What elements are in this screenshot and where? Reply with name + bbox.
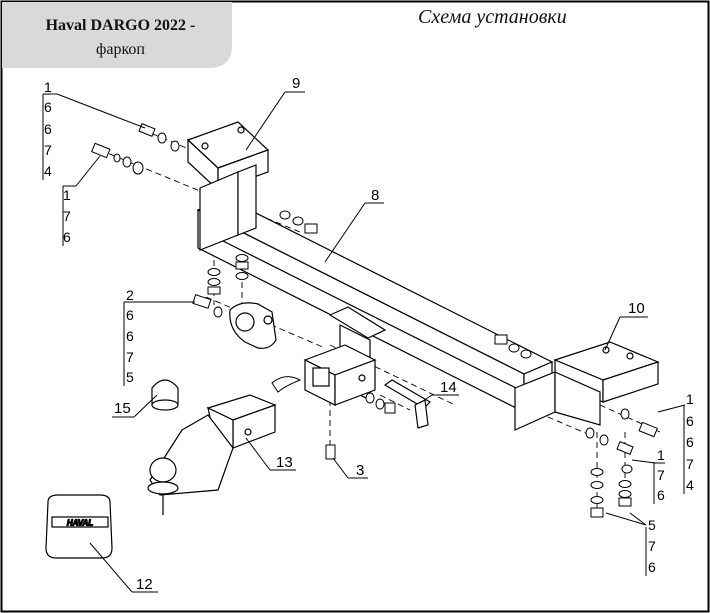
stack-bracket-left: 2 6 6 7 5 (126, 287, 134, 385)
stack-top-left: 1 6 6 7 4 (44, 79, 52, 179)
model-title: Haval DARGO 2022 - (45, 17, 196, 34)
callout-12: 12 (136, 576, 153, 593)
svg-text:6: 6 (657, 487, 665, 503)
scheme-title: Схема установки (418, 6, 567, 28)
receiver-socket (303, 306, 387, 406)
socket-plate (229, 302, 277, 349)
svg-text:5: 5 (648, 517, 656, 533)
title-tab: Haval DARGO 2022 - фаркоп (9, 3, 232, 69)
svg-text:1: 1 (686, 391, 694, 407)
svg-text:6: 6 (44, 121, 52, 137)
svg-text:7: 7 (126, 349, 134, 365)
ball-mount (147, 394, 277, 515)
svg-text:7: 7 (44, 142, 52, 158)
callout-9: 9 (292, 75, 300, 92)
callout-3: 3 (356, 462, 364, 479)
title-tab-shape (2, 2, 232, 68)
callout-8: 8 (371, 187, 379, 204)
ball-cap (151, 379, 179, 411)
svg-text:2: 2 (126, 287, 134, 303)
cover-logo-text: HAVAL (67, 519, 93, 528)
fasteners (91, 123, 658, 518)
callout-13: 13 (276, 454, 293, 471)
svg-text:6: 6 (686, 434, 694, 450)
svg-text:6: 6 (63, 229, 71, 245)
bracket-left (186, 121, 270, 251)
svg-text:1: 1 (63, 187, 71, 203)
bracket-right (514, 341, 660, 431)
svg-text:6: 6 (44, 99, 52, 115)
product-subtitle: фаркоп (96, 41, 145, 58)
svg-text:7: 7 (63, 208, 71, 224)
callout-14: 14 (440, 379, 457, 396)
stack-left-mid: 1 7 6 (63, 187, 71, 245)
svg-text:5: 5 (126, 369, 134, 385)
svg-text:6: 6 (126, 328, 134, 344)
electrical-cover: HAVAL (45, 494, 113, 559)
svg-text:6: 6 (126, 307, 134, 323)
callout-10: 10 (628, 300, 645, 317)
svg-text:1: 1 (657, 447, 665, 463)
stack-right-top: 1 6 6 7 4 (686, 391, 694, 493)
leader-lines (42, 91, 686, 593)
svg-text:7: 7 (686, 456, 694, 472)
svg-text:6: 6 (686, 413, 694, 429)
svg-text:7: 7 (648, 538, 656, 554)
svg-text:6: 6 (648, 559, 656, 575)
svg-text:4: 4 (44, 163, 52, 179)
cotter-pin (271, 376, 302, 393)
stack-right-bottom: 5 7 6 (648, 517, 656, 575)
svg-text:7: 7 (657, 467, 665, 483)
stack-right-mid: 1 7 6 (657, 447, 665, 503)
svg-text:1: 1 (44, 79, 52, 95)
callout-15: 15 (114, 400, 131, 417)
svg-text:4: 4 (686, 477, 694, 493)
